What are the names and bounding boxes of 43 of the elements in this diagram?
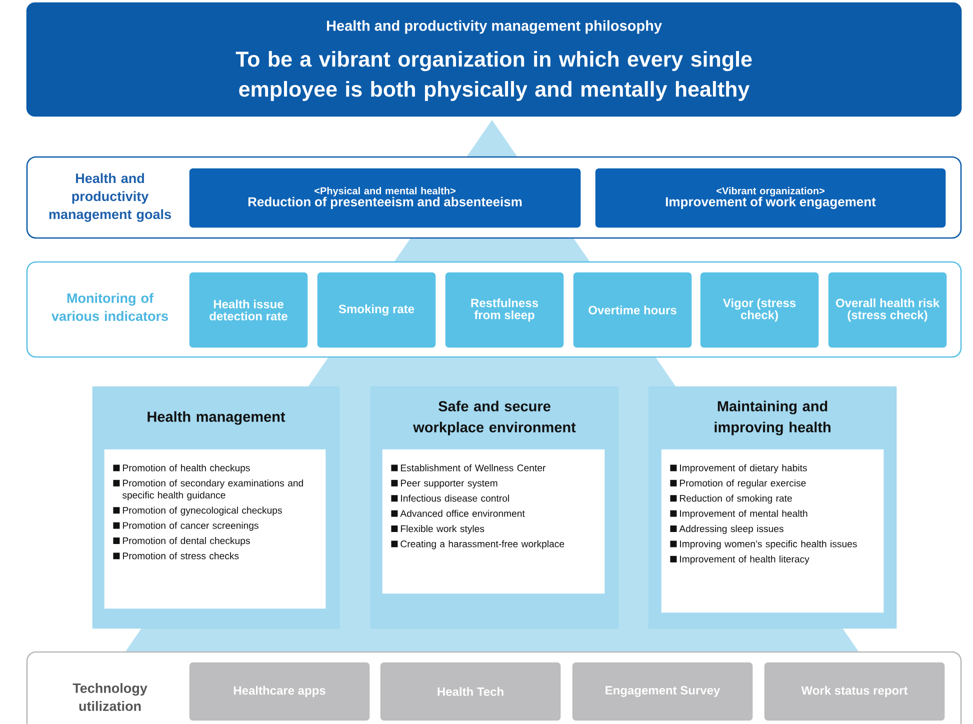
list-item: Peer supporter system bbox=[391, 480, 498, 488]
list-item: Promotion of regular exercise bbox=[670, 479, 806, 488]
list-item: Advanced office environment bbox=[391, 510, 525, 517]
goal-box: <Vibrant organization> Improvement of work engagement bbox=[595, 168, 946, 228]
list-item: Addressing sleep issues bbox=[670, 525, 784, 534]
technology-box: Work status report bbox=[764, 662, 945, 721]
list-item: Promotion of secondary examinations and specific health guidance bbox=[113, 479, 303, 500]
indicator-box: Overtime hours bbox=[573, 272, 692, 348]
list-item: Promotion of cancer screenings bbox=[113, 522, 258, 531]
technology-box: Health Tech bbox=[380, 662, 561, 721]
indicator-box: Restfulness from sleep bbox=[445, 272, 564, 348]
technology-box: Engagement Survey bbox=[572, 662, 753, 721]
list-item: Promotion of stress checks bbox=[113, 552, 239, 560]
column-heading: Maintaining and improving health bbox=[714, 400, 830, 436]
list-item: Promotion of gynecological checkups bbox=[113, 506, 282, 516]
column-heading: Health management bbox=[148, 411, 286, 425]
list-item: Creating a harassment-free workplace bbox=[391, 540, 564, 550]
philosophy-banner bbox=[26, 2, 962, 117]
list-item: Infectious disease control bbox=[391, 494, 509, 502]
technology-box: Healthcare apps bbox=[189, 662, 370, 721]
list-item: Promotion of dental checkups bbox=[113, 537, 250, 546]
band-heading: Monitoring of various indicators bbox=[52, 293, 168, 321]
list-item: Improvement of health literacy bbox=[670, 555, 810, 564]
goal-box: <Physical and mental health> Reduction of presenteeism and absenteeism bbox=[189, 168, 581, 228]
measure-list bbox=[104, 449, 326, 609]
band-heading: Technology utilization bbox=[72, 683, 148, 711]
indicator-box: Overall health risk (stress check) bbox=[828, 272, 947, 348]
indicator-box: Vigor (stress check) bbox=[700, 272, 819, 348]
measure-list bbox=[382, 449, 605, 594]
list-item: Establishment of Wellness Center bbox=[391, 464, 546, 472]
banner-heading: Health and productivity management philosophy bbox=[327, 20, 662, 34]
list-item: Reduction of smoking rate bbox=[670, 494, 792, 504]
list-item: Promotion of health checkups bbox=[113, 464, 250, 474]
list-item: Improvement of mental health bbox=[670, 510, 808, 519]
column-heading: Safe and secure workplace environment bbox=[413, 400, 576, 436]
list-item: Flexible work styles bbox=[391, 525, 484, 534]
band-heading: Health and productivity management goals bbox=[49, 173, 171, 222]
indicator-box: Health issue detection rate bbox=[189, 272, 308, 348]
measure-list bbox=[661, 449, 884, 613]
list-item: Improvement of dietary habits bbox=[670, 464, 807, 474]
philosophy-statement: To be a vibrant organization in which every single employee is both physically and mentally healthy bbox=[236, 51, 752, 102]
list-item: Improving women’s specific health issues bbox=[670, 540, 857, 550]
indicator-box: Smoking rate bbox=[317, 272, 436, 348]
